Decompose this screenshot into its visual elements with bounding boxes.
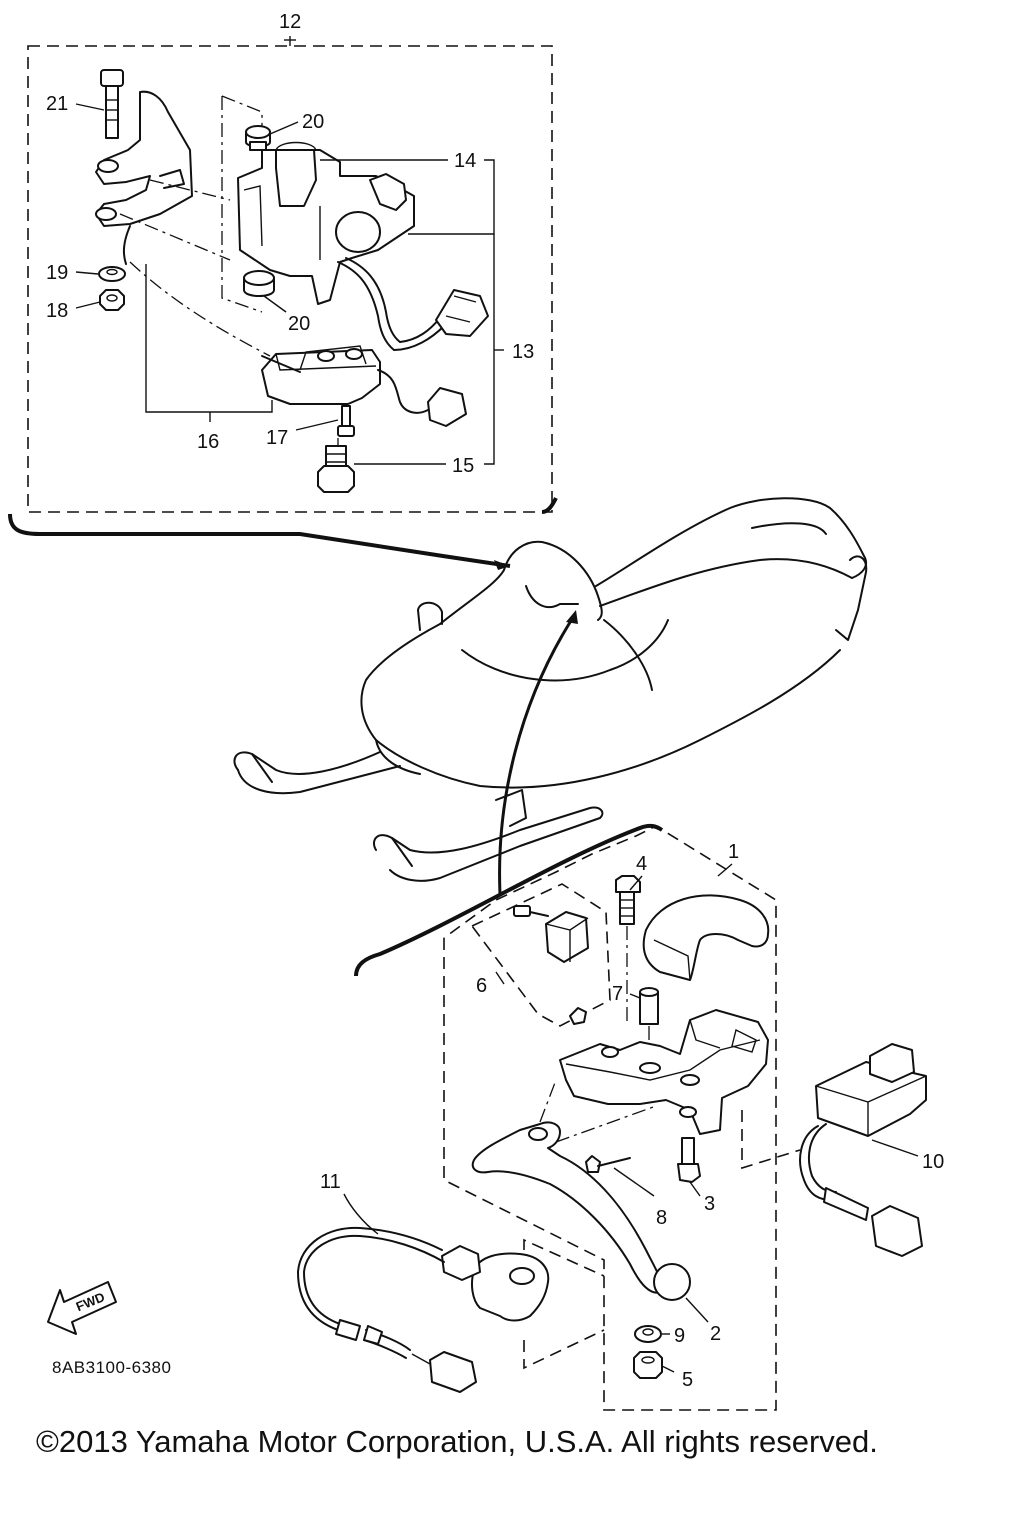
callout-7: 7 bbox=[612, 983, 623, 1005]
bracket-part bbox=[95, 90, 193, 265]
fwd-arrow-icon: FWD bbox=[47, 1281, 117, 1335]
callout-20-upper: 20 bbox=[302, 111, 324, 133]
callout-13: 13 bbox=[512, 341, 534, 363]
bolt-4 bbox=[615, 875, 641, 1024]
callout-4: 4 bbox=[636, 853, 647, 875]
callout-3: 3 bbox=[704, 1193, 715, 1215]
handle-bracket bbox=[559, 1009, 769, 1135]
nut-5 bbox=[633, 1351, 663, 1379]
washer-19 bbox=[98, 266, 126, 282]
grip-cover bbox=[642, 894, 770, 981]
connector-upper bbox=[8, 513, 511, 568]
callout-11: 11 bbox=[320, 1171, 341, 1193]
grommet-20-upper bbox=[245, 125, 271, 151]
callout-21: 21 bbox=[46, 93, 68, 115]
bolt-15 bbox=[317, 445, 355, 493]
relay-10 bbox=[741, 1043, 927, 1257]
bolt-21 bbox=[100, 69, 124, 139]
assembly-box-12 bbox=[27, 36, 553, 513]
drawing-code: 8AB3100-6380 bbox=[52, 1358, 172, 1377]
connector-lower bbox=[354, 823, 664, 977]
screw-17 bbox=[337, 405, 355, 437]
collar-7 bbox=[639, 987, 659, 1060]
callout-20-lower: 20 bbox=[288, 313, 310, 335]
plate-16 bbox=[261, 345, 467, 427]
callout-15: 15 bbox=[452, 455, 474, 477]
snowmobile-illustration bbox=[233, 497, 868, 882]
callout-6: 6 bbox=[476, 975, 487, 997]
sub-box-6 bbox=[471, 883, 611, 1027]
callout-12: 12 bbox=[279, 11, 301, 33]
callout-2: 2 bbox=[710, 1323, 721, 1345]
grommet-20-lower bbox=[243, 270, 275, 297]
callout-10: 10 bbox=[922, 1151, 944, 1173]
throttle-sensor-11 bbox=[297, 1226, 605, 1393]
cdi-unit-14 bbox=[237, 141, 489, 351]
throttle-lever-2 bbox=[471, 1079, 691, 1301]
nut-18 bbox=[99, 289, 125, 311]
callout-9: 9 bbox=[674, 1325, 685, 1347]
callout-5: 5 bbox=[682, 1369, 693, 1391]
callout-14: 14 bbox=[454, 150, 476, 172]
callout-8: 8 bbox=[656, 1207, 667, 1229]
callout-18: 18 bbox=[46, 300, 68, 322]
screw-8 bbox=[585, 1155, 631, 1173]
callout-1: 1 bbox=[728, 841, 739, 863]
bolt-3 bbox=[677, 1137, 701, 1183]
switch-6 bbox=[513, 905, 589, 1025]
callout-19: 19 bbox=[46, 262, 68, 284]
washer-9 bbox=[634, 1325, 662, 1343]
callout-17: 17 bbox=[266, 427, 288, 449]
copyright-notice: ©2013 Yamaha Motor Corporation, U.S.A. A… bbox=[36, 1424, 878, 1459]
assembly-box-1 bbox=[443, 825, 777, 1411]
callout-16: 16 bbox=[197, 431, 219, 453]
